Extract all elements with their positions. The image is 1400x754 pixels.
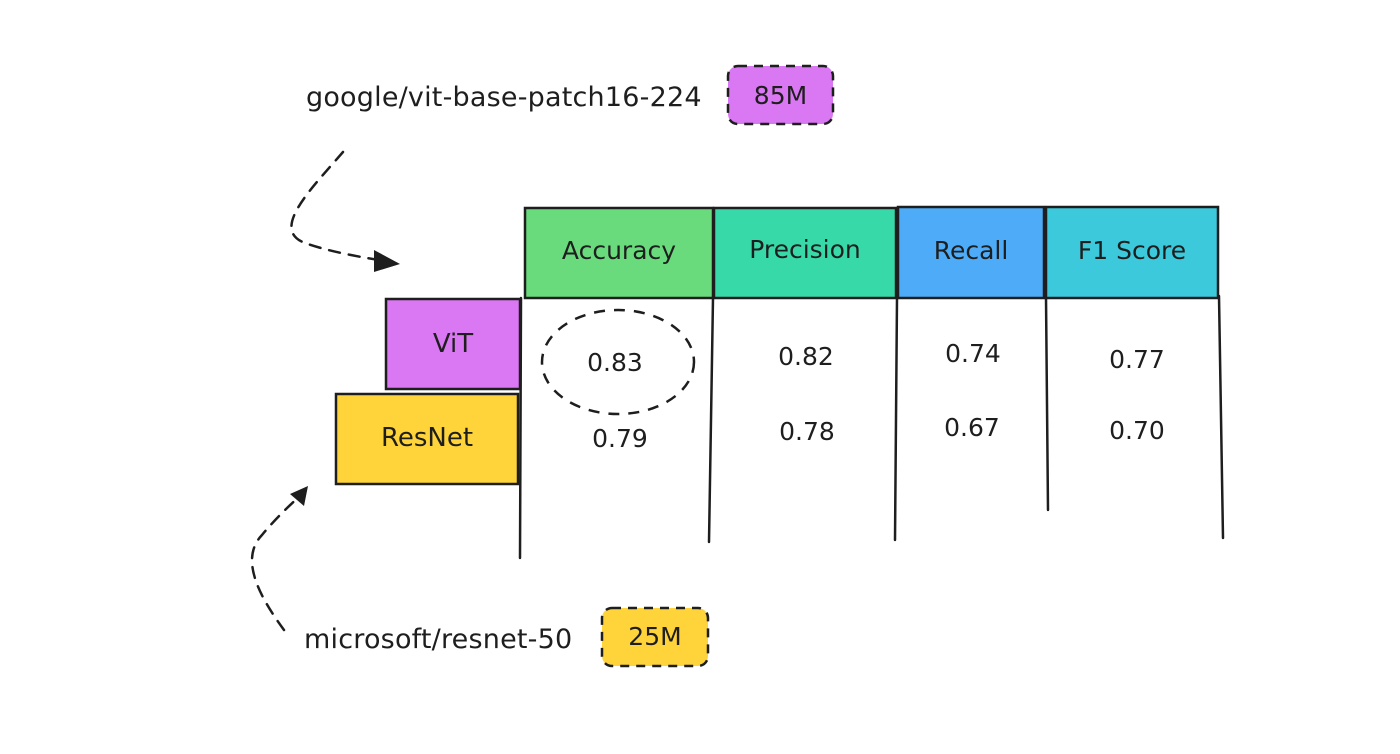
header-f1-cell: [1044, 205, 1220, 300]
row-label-vit: ViT: [432, 329, 474, 359]
header-precision-cell: [712, 206, 898, 300]
row-label-resnet: ResNet: [380, 423, 474, 453]
highlight-ellipse: [540, 308, 696, 416]
vit-arrow: [290, 150, 400, 272]
cell-resnet-accuracy: 0.79: [592, 424, 648, 453]
cell-vit-f1: 0.77: [1109, 345, 1165, 374]
cell-resnet-recall: 0.67: [944, 413, 1000, 442]
row-label-vit-box: [384, 297, 522, 391]
vit-params-badge-shape: [726, 64, 835, 126]
cell-vit-accuracy: 0.83: [587, 348, 643, 377]
resnet-arrow: [250, 486, 308, 632]
cell-resnet-precision: 0.78: [779, 417, 835, 446]
cell-vit-recall: 0.74: [945, 339, 1001, 368]
table-grid-lines: [518, 294, 1225, 560]
resnet-params-badge-shape: [600, 606, 710, 668]
vit-model-id: google/vit-base-patch16-224: [306, 82, 702, 113]
resnet-params-label: 25M: [628, 622, 682, 651]
row-label-resnet-box: [334, 392, 520, 486]
header-recall-label: Recall: [933, 236, 1009, 265]
resnet-model-id: microsoft/resnet-50: [304, 624, 573, 655]
cell-vit-precision: 0.82: [778, 342, 834, 371]
header-precision-label: Precision: [749, 235, 861, 264]
header-accuracy-cell: [523, 206, 715, 300]
vit-params-label: 85M: [753, 81, 808, 110]
header-recall-cell: [896, 205, 1046, 300]
header-f1-label: F1 Score: [1077, 236, 1187, 265]
cell-resnet-f1: 0.70: [1109, 416, 1165, 445]
header-accuracy-label: Accuracy: [561, 236, 677, 265]
